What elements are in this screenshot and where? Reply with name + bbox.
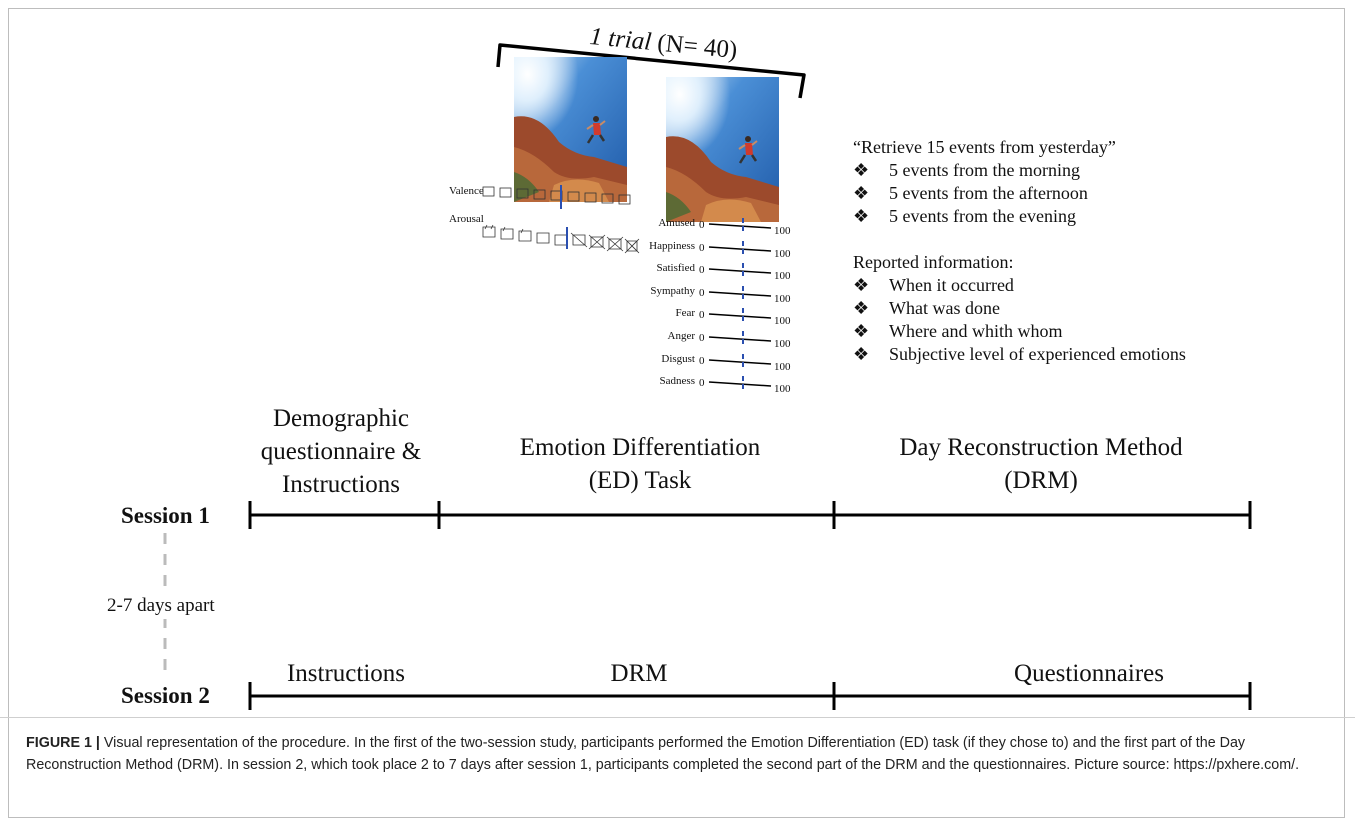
timelines <box>163 501 1252 710</box>
emotion-slider-track <box>708 331 772 347</box>
scale-min-label: 0 <box>699 264 705 277</box>
arousal-label: Arousal <box>449 213 484 225</box>
emotion-label: Happiness <box>649 239 695 252</box>
session2-phase-instructions: Instructions <box>286 660 406 687</box>
session1-timeline <box>248 501 1252 529</box>
emotion-row: Happiness 0 100 <box>629 238 799 260</box>
emotion-label: Disgust <box>661 352 695 365</box>
session1-phase-demographic: Demographic questionnaire & Instructions <box>260 405 422 498</box>
emotion-label: Sympathy <box>650 284 695 297</box>
emotion-row: Sympathy 0 100 <box>629 283 799 305</box>
drm-instruction: “Retrieve 15 events from yesterday” <box>853 137 1116 157</box>
emotion-slider-track <box>708 376 772 393</box>
reported-item: ❖When it occurred <box>853 275 1014 295</box>
scale-max-label: 100 <box>774 247 791 260</box>
stimulus-photo-2 <box>666 77 779 222</box>
scale-min-label: 0 <box>699 354 705 367</box>
emotion-row: Amused 0 100 <box>629 215 799 237</box>
diamond-bullet-icon: ❖ <box>853 206 870 226</box>
emotion-label: Sadness <box>659 375 695 388</box>
session1-phase-ed-task: Emotion Differentiation (ED) Task <box>519 434 761 494</box>
emotion-slider-track <box>708 285 772 302</box>
caption-text: Visual representation of the procedure. … <box>26 735 1300 773</box>
session2-phase-questionnaires: Questionnaires <box>1014 660 1164 687</box>
scale-max-label: 100 <box>774 360 791 373</box>
scale-min-label: 0 <box>699 309 705 322</box>
caption-prefix: FIGURE 1 | <box>26 735 100 751</box>
diamond-bullet-icon: ❖ <box>853 160 870 180</box>
scale-min-label: 0 <box>699 241 705 254</box>
scale-max-label: 100 <box>774 292 791 305</box>
scale-max-label: 100 <box>774 383 791 396</box>
emotion-slider-track <box>708 263 772 280</box>
emotion-row: Fear 0 100 <box>629 305 799 328</box>
drm-event-item: ❖5 events from the morning <box>853 160 1080 180</box>
figure-frame: 1 trial (N= 40) <box>8 8 1345 818</box>
scale-max-label: 100 <box>774 338 791 350</box>
reported-item: ❖What was done <box>853 298 1000 318</box>
emotion-row: Sadness 0 100 <box>629 373 799 396</box>
gap-label: 2-7 days apart <box>107 593 215 619</box>
scale-min-label: 0 <box>699 332 705 344</box>
emotion-slider-track <box>708 308 772 325</box>
session1-label: Session 1 <box>121 503 210 528</box>
diamond-bullet-icon: ❖ <box>853 183 870 203</box>
session1-phase-drm: Day Reconstruction Method (DRM) <box>899 434 1183 494</box>
arousal-manikins <box>482 224 640 254</box>
stimulus-photo-1 <box>514 57 627 202</box>
emotion-label: Anger <box>667 330 696 342</box>
trial-bracket <box>496 43 806 99</box>
drm-event-item: ❖5 events from the evening <box>853 206 1076 226</box>
diamond-bullet-icon: ❖ <box>853 275 870 295</box>
diamond-bullet-icon: ❖ <box>853 344 870 364</box>
reported-item: ❖Subjective level of experienced emotion… <box>853 344 1186 364</box>
scale-min-label: 0 <box>699 286 705 299</box>
session2-timeline <box>248 682 1252 710</box>
emotion-label: Fear <box>675 307 695 320</box>
diamond-bullet-icon: ❖ <box>853 321 870 341</box>
caption-divider <box>0 717 1355 718</box>
diamond-bullet-icon: ❖ <box>853 298 870 318</box>
valence-label: Valence <box>449 185 484 197</box>
emotion-slider-track <box>708 218 772 234</box>
scale-min-label: 0 <box>699 219 705 231</box>
emotion-row: Disgust 0 100 <box>629 351 799 373</box>
scale-max-label: 100 <box>774 270 791 283</box>
emotion-label: Amused <box>658 217 695 229</box>
session2-phase-drm: DRM <box>610 660 668 687</box>
reported-item: ❖Where and whith whom <box>853 321 1063 341</box>
emotion-slider-track <box>708 353 772 370</box>
scale-max-label: 100 <box>774 315 791 328</box>
scale-min-label: 0 <box>699 377 705 390</box>
session2-label: Session 2 <box>121 683 210 708</box>
emotion-slider-track <box>708 240 772 257</box>
figure-caption: FIGURE 1 | Visual representation of the … <box>26 733 1326 776</box>
emotion-label: Satisfied <box>656 262 696 275</box>
drm-info: “Retrieve 15 events from yesterday” ❖5 e… <box>853 136 1186 366</box>
reported-heading: Reported information: <box>853 252 1014 272</box>
scale-max-label: 100 <box>774 225 791 237</box>
sam-scales <box>482 185 640 254</box>
drm-event-item: ❖5 events from the afternoon <box>853 183 1088 203</box>
